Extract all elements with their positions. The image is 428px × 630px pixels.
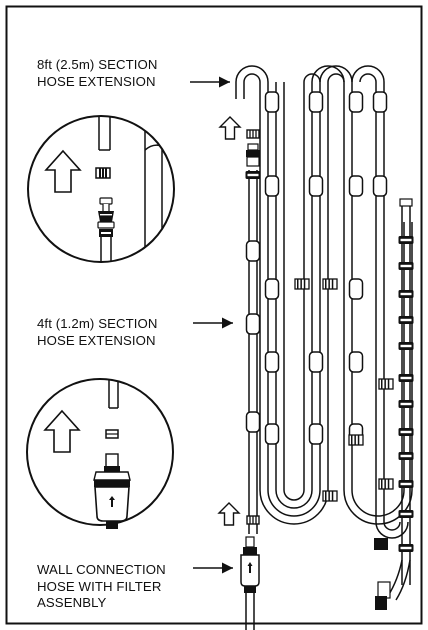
u-bend-hose	[235, 65, 413, 539]
label-4ft-section: 4ft (1.2m) SECTION HOSE EXTENSION	[37, 316, 158, 349]
filter-housing-icon	[240, 536, 260, 593]
label-wall-line-3: ASSENBLY	[37, 595, 107, 610]
ring-icon	[99, 229, 113, 237]
detail-circle-top	[27, 115, 175, 263]
clip-icon	[105, 429, 119, 439]
label-wall-connection: WALL CONNECTION HOSE WITH FILTER ASSENBL…	[37, 562, 166, 612]
label-wall-line-1: WALL CONNECTION	[37, 562, 166, 577]
callout-arrow-icon	[189, 75, 231, 89]
frame-border	[5, 5, 423, 625]
label-8ft-line-1: 8ft (2.5m) SECTION	[37, 57, 158, 72]
label-wall-line-2: HOSE WITH FILTER	[37, 578, 162, 594]
callout-arrow-icon	[192, 316, 234, 330]
hose-fittings	[240, 129, 261, 593]
clip-icon	[95, 167, 111, 179]
label-4ft-line-1: 4ft (1.2m) SECTION	[37, 316, 158, 331]
straight-hose-section	[245, 593, 255, 630]
connector-icon	[97, 197, 115, 229]
callout-arrow-icon	[192, 561, 234, 575]
straight-hose-section	[374, 198, 414, 610]
label-8ft-line-2: HOSE EXTENSION	[37, 73, 156, 89]
up-arrow-icon	[218, 502, 240, 526]
filter-housing-icon	[93, 453, 131, 529]
up-arrow-icon	[219, 116, 241, 140]
up-arrow-icon	[44, 410, 80, 453]
up-arrow-icon	[45, 150, 81, 193]
label-4ft-line-2: HOSE EXTENSION	[37, 332, 156, 348]
label-8ft-section: 8ft (2.5m) SECTION HOSE EXTENSION	[37, 57, 158, 90]
straight-hose-section	[248, 170, 258, 534]
